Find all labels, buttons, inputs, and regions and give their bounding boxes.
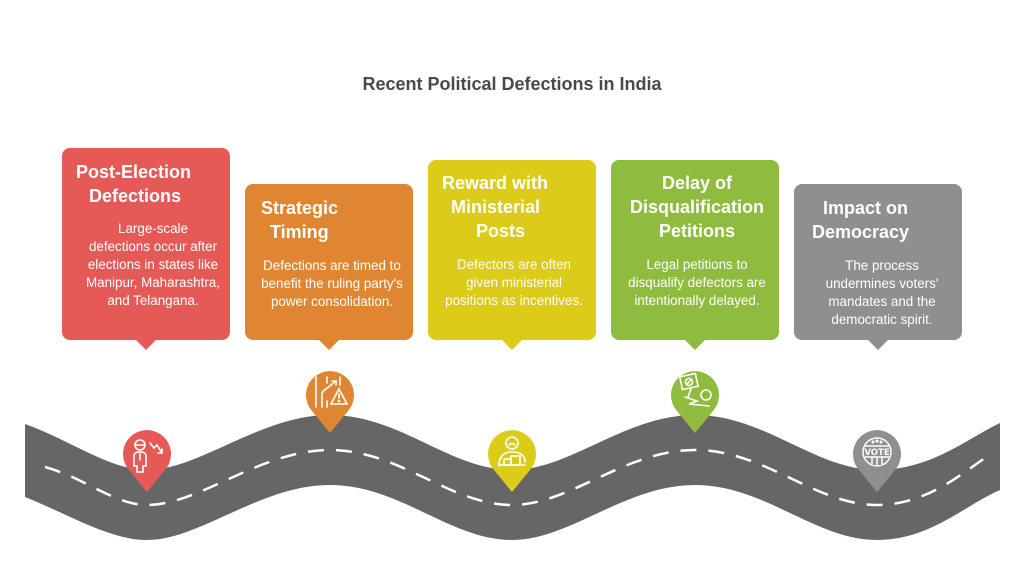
vote-text: VOTE — [864, 448, 889, 458]
card-pointer — [685, 340, 705, 350]
road-warning-icon — [315, 376, 349, 408]
step-description: Large-scale defections occur after elect… — [86, 221, 220, 308]
pin-reward-ministerial — [488, 430, 536, 492]
step-card-post-election: Post-Election Defections Large-scale def… — [62, 148, 230, 350]
pin-post-election — [123, 430, 171, 492]
step-title: Reward with Ministerial Posts — [442, 173, 549, 241]
vote-badge-icon: VOTE — [862, 437, 892, 467]
step-title: Post-Election Defections — [76, 162, 192, 206]
step-title: Delay of Disqualification Petitions — [629, 173, 764, 241]
protest-sign-icon — [678, 372, 712, 407]
step-description: The process undermines voters' mandates … — [825, 258, 939, 327]
pin-impact-democracy: VOTE — [853, 430, 901, 492]
card-pointer — [136, 340, 156, 350]
step-description: Defectors are often given ministerial po… — [445, 257, 583, 308]
step-card-reward-ministerial: Reward with Ministerial Posts Defectors … — [428, 160, 596, 350]
diagram-title: Recent Political Defections in India — [362, 74, 662, 94]
step-description: Legal petitions to disqualify defectors … — [628, 257, 766, 308]
step-description: Defections are timed to benefit the ruli… — [261, 258, 403, 309]
card-pointer — [319, 340, 339, 350]
step-card-delay-disqualification: Delay of Disqualification Petitions Lega… — [611, 160, 779, 350]
person-podium-icon — [498, 436, 526, 467]
step-card-impact-democracy: Impact on Democracy The process undermin… — [794, 184, 962, 350]
card-pointer — [868, 340, 888, 350]
step-card-strategic-timing: Strategic Timing Defections are timed to… — [245, 184, 413, 350]
person-decline-icon — [133, 439, 163, 473]
step-title: Impact on Democracy — [812, 198, 910, 242]
pin-delay-disqualification — [671, 371, 719, 433]
pin-strategic-timing — [306, 371, 354, 433]
step-title: Strategic Timing — [261, 198, 339, 242]
road-center-line — [44, 448, 986, 507]
card-pointer — [502, 340, 522, 350]
